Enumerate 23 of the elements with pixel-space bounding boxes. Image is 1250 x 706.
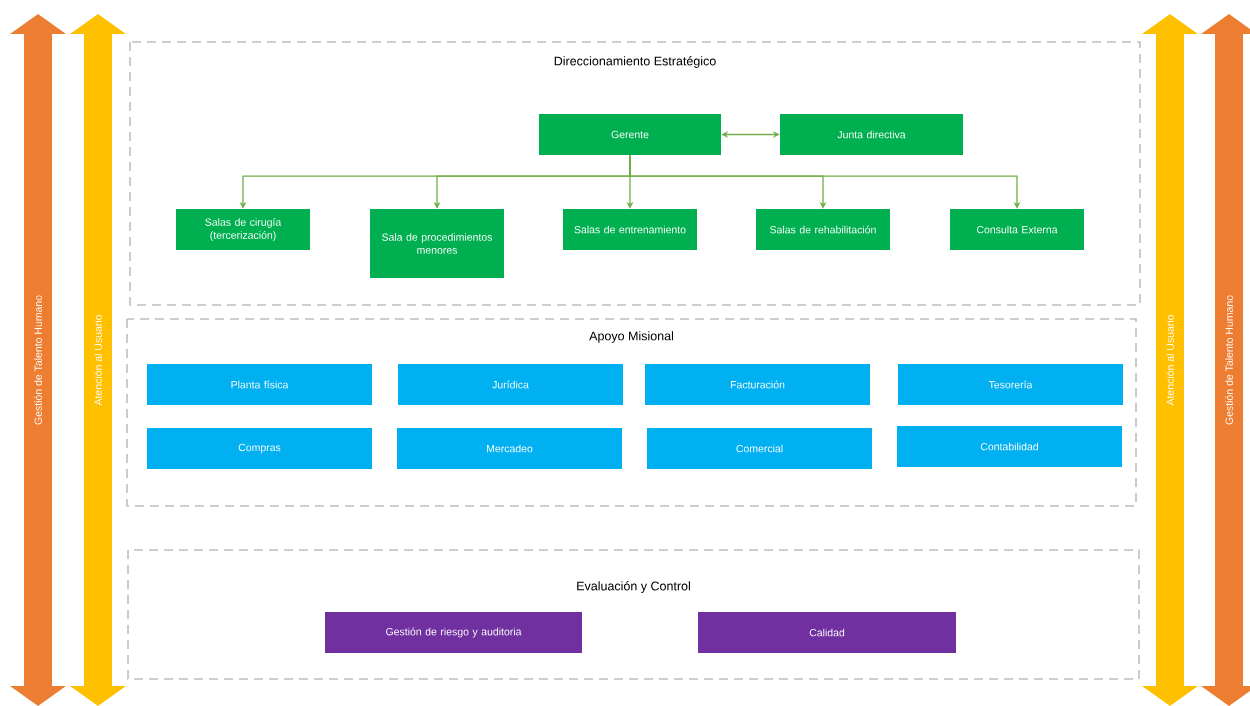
- process-box: Comercial: [647, 428, 872, 469]
- process-box: Calidad: [698, 612, 956, 653]
- process-box: Salas de rehabilitación: [756, 209, 890, 250]
- side-banner: Gestión de Talento Humano: [10, 14, 66, 706]
- process-box: Mercadeo: [397, 428, 622, 469]
- process-box: Compras: [147, 428, 372, 469]
- process-box: Salas de cirugía (tercerización): [176, 209, 310, 250]
- arrow: [629, 154, 1021, 209]
- process-box: Planta física: [147, 364, 372, 405]
- process-box: Contabilidad: [897, 426, 1122, 467]
- side-banner: Atención al Usuario: [1142, 14, 1198, 706]
- process-box: Gerente: [539, 114, 721, 155]
- process-box: Junta directiva: [780, 114, 963, 155]
- process-box: Jurídica: [398, 364, 623, 405]
- process-box: Facturación: [645, 364, 870, 405]
- arrow: [721, 130, 780, 139]
- process-box: Consulta Externa: [950, 209, 1084, 250]
- process-box: Salas de entrenamiento: [563, 209, 697, 250]
- side-banner: Atención al Usuario: [70, 14, 126, 706]
- process-box: Sala de procedimientos menores: [370, 209, 504, 278]
- process-box: Gestión de riesgo y auditoria: [325, 612, 582, 653]
- side-banner: Gestión de Talento Humano: [1201, 14, 1250, 706]
- process-box: Tesorería: [898, 364, 1123, 405]
